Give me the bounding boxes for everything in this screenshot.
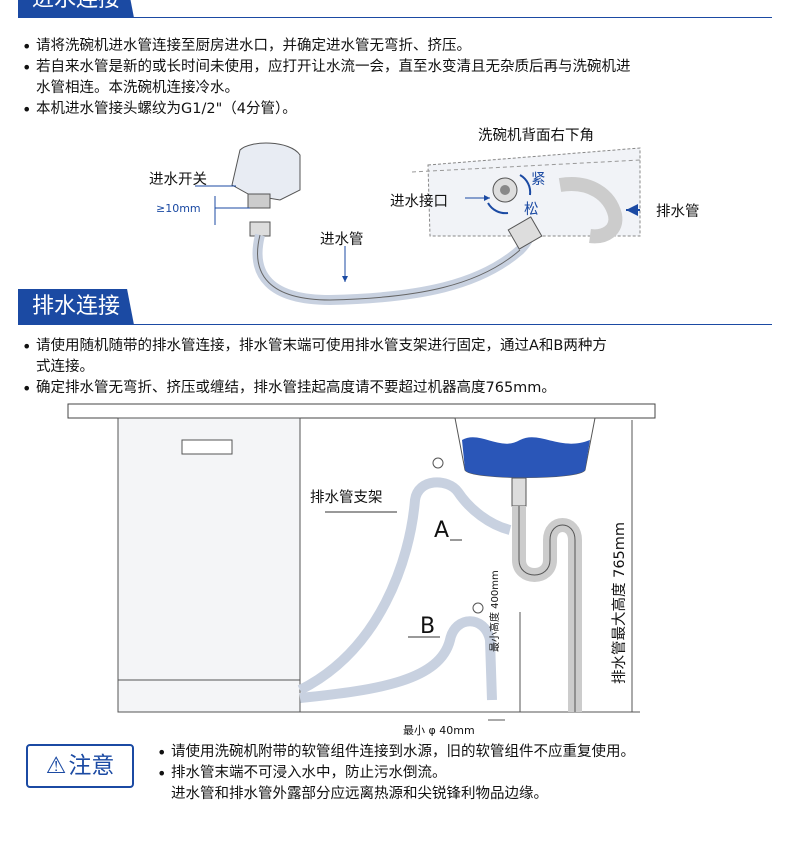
hose-b-label: B (420, 614, 436, 639)
drain-hose-shape (558, 177, 623, 244)
dishwasher-back-outline (427, 147, 641, 237)
notice-bullets: 请使用洗碗机附带的软管组件连接到水源，旧的软管组件不应重复使用。 排水管末端不可… (155, 742, 635, 805)
section-title: 排水连接 (32, 294, 121, 319)
inlet-bullets: 请将洗碗机进水管连接至厨房进水口，并确定进水管无弯折、挤压。 若自来水管是新的或… (20, 36, 631, 120)
list-item: 水管相连。本洗碗机连接冷水。 (36, 80, 239, 96)
tap-label: 进水开关 (149, 172, 207, 188)
hose-a-label: A (434, 518, 450, 543)
gap-label: ≥10mm (156, 202, 201, 215)
drain-bullets: 请使用随机随带的排水管连接，排水管末端可使用排水管支架进行固定，通过A和B两种方… (20, 336, 607, 399)
tap-icon (231, 142, 301, 201)
dishwasher-body (117, 417, 301, 713)
section-header-inlet: 进水连接 (18, 0, 135, 18)
list-item: 请使用洗碗机附带的软管组件连接到水源，旧的软管组件不应重复使用。 (155, 742, 635, 763)
back-corner-label: 洗碗机背面右下角 (478, 128, 594, 144)
max-height-label: 排水管最大高度 765mm (612, 521, 628, 684)
inlet-port-label: 进水接口 (390, 194, 448, 210)
drain-hose-b (299, 616, 497, 703)
list-item: 排水管末端不可浸入水中，防止污水倒流。 (155, 763, 635, 784)
list-item: 请使用随机随带的排水管连接，排水管末端可使用排水管支架进行固定，通过A和B两种方 (20, 336, 607, 357)
section-title: 进水连接 (32, 0, 120, 12)
drain-hose-label: 排水管 (656, 204, 700, 220)
min-diameter-label: 最小 φ 40mm (403, 724, 475, 737)
loosen-label: 松 (524, 202, 539, 218)
list-item: 式连接。 (36, 359, 94, 375)
countertop (67, 403, 656, 419)
divider (18, 324, 772, 325)
list-item: 请将洗碗机进水管连接至厨房进水口，并确定进水管无弯折、挤压。 (20, 36, 631, 57)
list-item: 本机进水管接头螺纹为G1/2"（4分管）。 (20, 99, 631, 120)
tighten-label: 紧 (531, 172, 546, 188)
bracket-label: 排水管支架 (310, 490, 383, 506)
notice-title: 注意 (68, 753, 115, 779)
inlet-hose-label: 进水管 (320, 232, 364, 248)
divider (18, 17, 772, 18)
min-height-label: 最小高度 400mm (490, 570, 501, 652)
list-item: 确定排水管无弯折、挤压或缠结，排水管挂起高度请不要超过机器高度765mm。 (20, 378, 607, 399)
drain-hose-a (297, 477, 512, 695)
list-item: 进水管和排水管外露部分应远离热源和尖锐锋利物品边缘。 (171, 786, 548, 802)
section-header-drain: 排水连接 (18, 289, 135, 325)
notice-badge: ⚠注意 (26, 744, 134, 788)
list-item: 若自来水管是新的或长时间未使用，应打开让水流一会，直至水变清且无杂质后再与洗碗机… (20, 57, 631, 78)
drain-trap (512, 506, 582, 712)
warning-triangle-icon: ⚠ (45, 753, 67, 779)
